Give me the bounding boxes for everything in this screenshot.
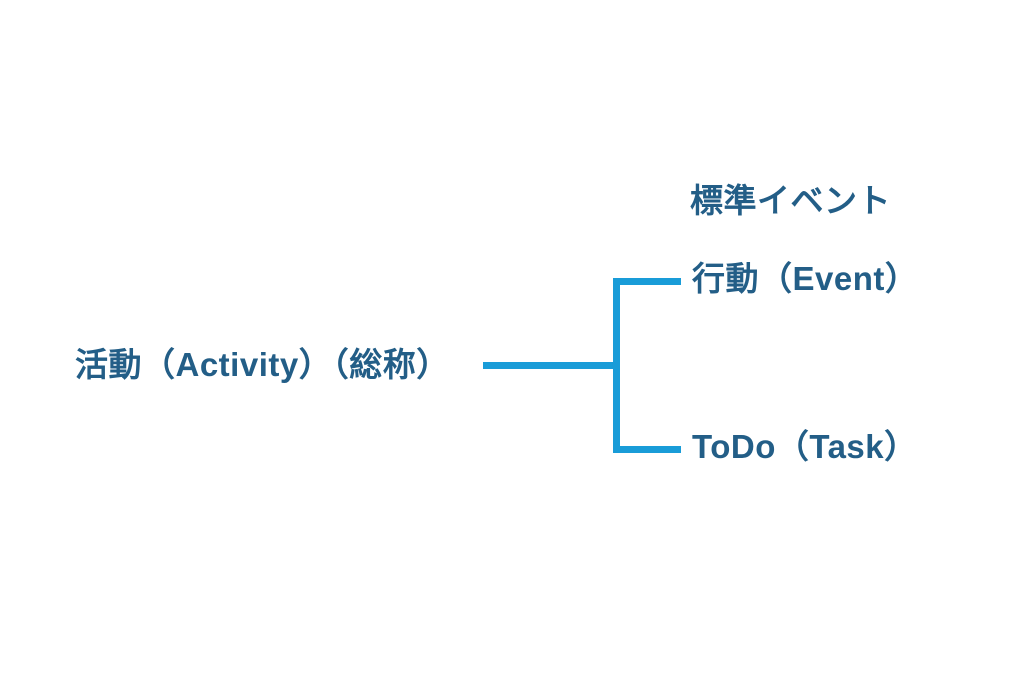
connector-vertical-line	[613, 278, 620, 453]
group-header-label: 標準イベント	[690, 182, 891, 219]
root-node-label: 活動（Activity）（総称）	[75, 346, 450, 383]
child-node-task-label: ToDo（Task）	[692, 428, 918, 465]
connector-branch-bottom-line	[613, 446, 681, 453]
connector-branch-top-line	[613, 278, 681, 285]
connector-trunk-line	[483, 362, 616, 369]
child-node-event-label: 行動（Event）	[692, 260, 919, 297]
